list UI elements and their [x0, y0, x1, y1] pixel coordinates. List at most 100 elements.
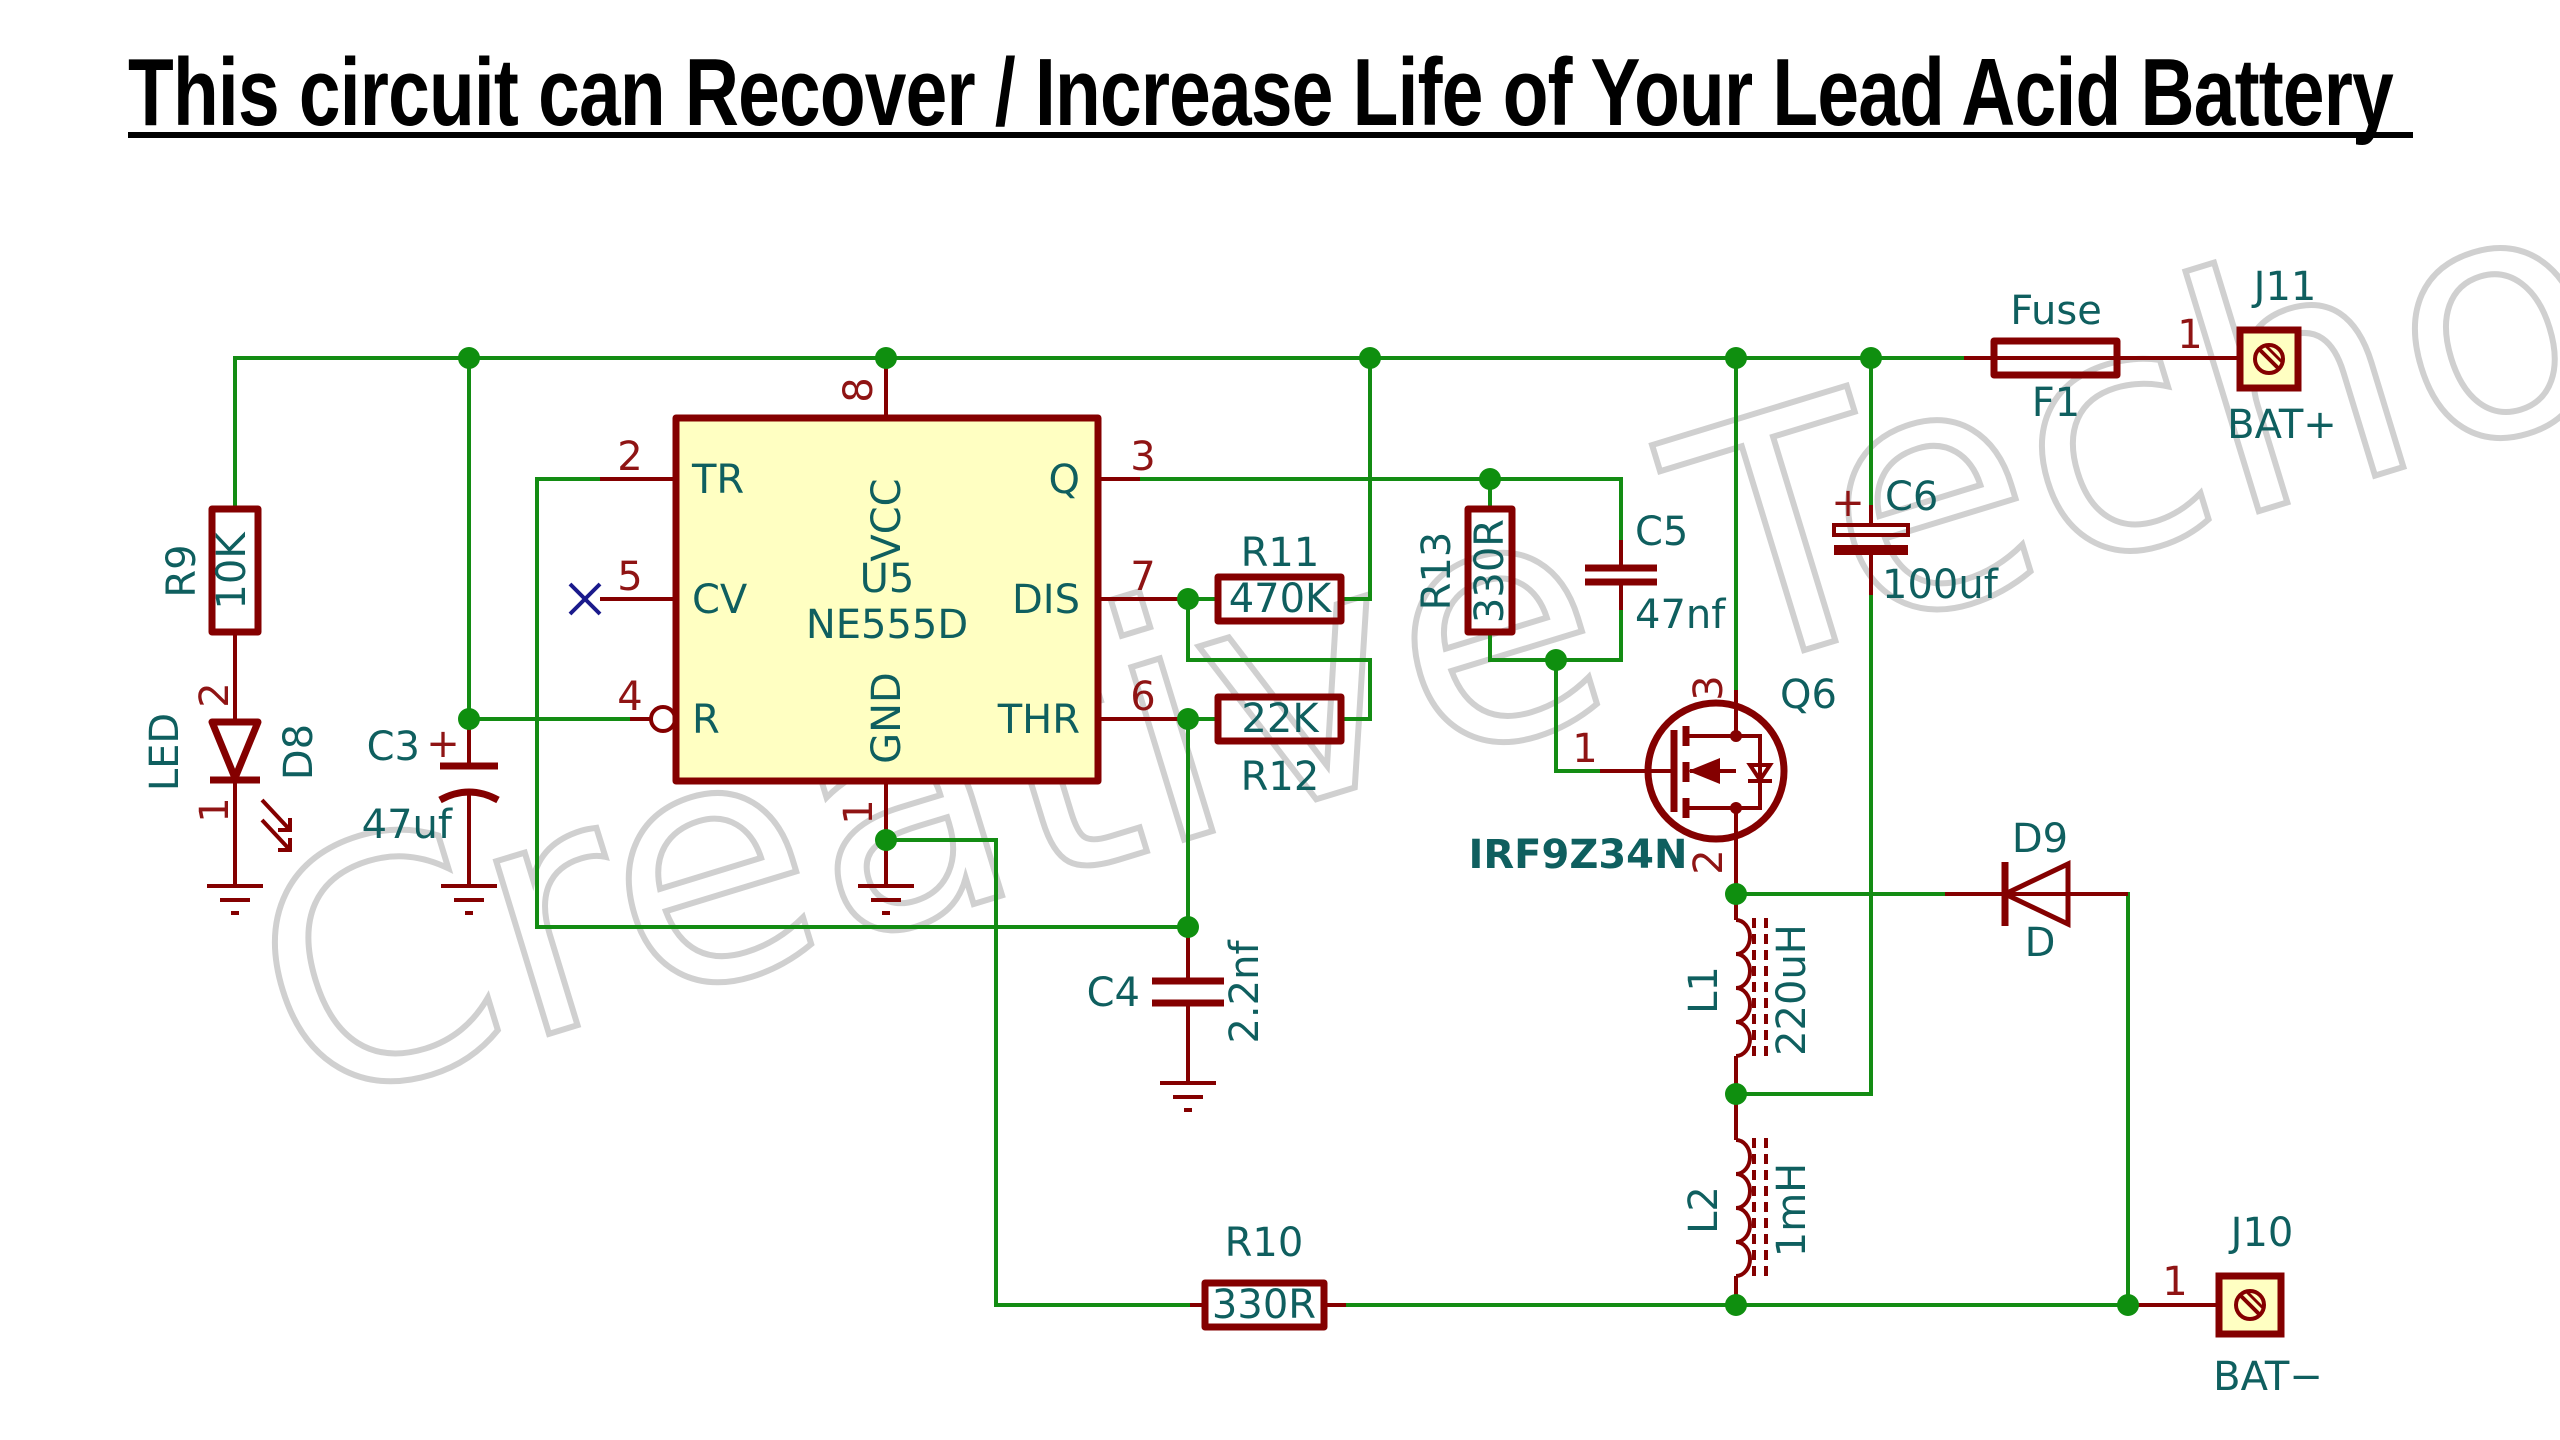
l2-ref: L2	[1681, 1186, 1727, 1234]
q6-pin-1: 1	[1572, 726, 1597, 772]
j10-value: BAT−	[2213, 1354, 2323, 1400]
pin-name-r: R	[692, 697, 720, 743]
junction	[1177, 916, 1199, 938]
c6-polarity: +	[1831, 480, 1865, 526]
pin-name-dis: DIS	[1012, 577, 1080, 623]
r10-value: 330R	[1212, 1282, 1316, 1328]
mosfet-q6: 1 3 2 Q6 IRF9Z34N	[1469, 672, 1837, 894]
junction	[458, 347, 480, 369]
f1-ref: F1	[2032, 380, 2080, 426]
pin-name-q: Q	[1049, 457, 1080, 503]
wire-c6-bottom	[1734, 593, 1873, 1096]
j11-value: BAT+	[2227, 402, 2337, 448]
d8-value: LED	[142, 713, 188, 791]
junctions	[458, 347, 2139, 1316]
ground-symbol-d8	[207, 884, 263, 915]
c5-value: 47nf	[1635, 592, 1726, 638]
pin-num-6: 6	[1130, 674, 1155, 720]
q6-pin-2: 2	[1686, 849, 1732, 874]
wire-gate	[1554, 658, 1602, 773]
c3-polarity: +	[426, 721, 460, 767]
j11-ref: J11	[2251, 264, 2317, 310]
junction	[1479, 468, 1501, 490]
q6-ref: Q6	[1780, 672, 1837, 718]
resistor-r13: 330R R13	[1414, 505, 1516, 636]
pin-num-5: 5	[617, 554, 642, 600]
title-underline	[128, 132, 2413, 138]
d9-ref: D9	[2012, 816, 2068, 862]
resistor-r9: 10K R9	[159, 505, 262, 722]
r9-value: 10K	[209, 531, 255, 610]
no-connect-marker	[568, 582, 602, 616]
f1-value: Fuse	[2010, 288, 2102, 334]
d9-value: D	[2025, 920, 2056, 966]
junction	[458, 708, 480, 730]
light-emission-icon	[260, 798, 292, 852]
ground-symbol-c3	[441, 884, 497, 915]
wire-top-rail	[233, 356, 1996, 511]
resistor-r12: 22K R12	[1214, 693, 1345, 800]
capacitor-c4: C4 2.2nf	[1087, 927, 1268, 1083]
junction	[875, 829, 897, 851]
j11-pin: 1	[2177, 312, 2202, 358]
junction	[1725, 1083, 1747, 1105]
wire-r12-loop	[1186, 597, 1372, 721]
junction	[875, 347, 897, 369]
junction	[1725, 1294, 1747, 1316]
pin-num-4: 4	[617, 674, 642, 720]
junction	[1177, 708, 1199, 730]
c4-value: 2.2nf	[1222, 940, 1268, 1044]
pin-name-tr: TR	[691, 457, 744, 503]
capacitor-c3: + C3 47uf	[362, 719, 500, 886]
wire-q-out	[1138, 477, 1623, 542]
pin-num-3: 3	[1130, 434, 1155, 480]
r13-value: 330R	[1467, 519, 1513, 623]
l1-ref: L1	[1681, 966, 1727, 1014]
capacitor-c5: C5 47nf	[1585, 509, 1726, 638]
j10-ref: J10	[2228, 1210, 2294, 1256]
junction	[1177, 588, 1199, 610]
led-d8: 2 1 LED D8	[142, 682, 322, 886]
inductor-l2: L2 1mH	[1681, 1094, 1815, 1305]
ic-value: NE555D	[806, 602, 968, 648]
pin-name-thr: THR	[997, 697, 1080, 743]
watermark: Creative Techos	[211, 57, 2560, 1185]
d8-pin-1: 1	[192, 797, 238, 822]
ic-ne555: TR CV R Q DIS THR VCC GND U5 NE555D 2 5 …	[568, 358, 1188, 886]
resistor-r10: 330R R10	[1190, 1220, 1346, 1331]
connector-j11: 1 J11 BAT+	[2177, 264, 2337, 448]
fuse-f1: Fuse F1	[1964, 288, 2240, 426]
wire-gnd-r10	[884, 838, 1207, 1307]
r11-value: 470K	[1229, 576, 1333, 622]
c3-value: 47uf	[362, 802, 453, 848]
ground-symbol-c4	[1160, 1081, 1216, 1112]
ic-ref: U5	[860, 556, 915, 602]
pin-num-2: 2	[617, 434, 642, 480]
pin-num-1: 1	[836, 799, 882, 824]
capacitor-c6: + C6 100uf	[1831, 474, 1998, 608]
resistor-r11: 470K R11	[1214, 530, 1345, 625]
r9-ref: R9	[159, 544, 205, 597]
ground-symbol-ic	[858, 884, 914, 915]
junction	[1725, 883, 1747, 905]
wire-r11-rail	[1339, 356, 1372, 601]
d8-ref: D8	[276, 724, 322, 780]
l1-value: 220uH	[1769, 924, 1815, 1056]
wire-trigger-loop	[535, 477, 1190, 929]
l2-value: 1mH	[1769, 1163, 1815, 1258]
r12-value: 22K	[1241, 696, 1320, 742]
connector-j10: 1 J10 BAT−	[2128, 1210, 2323, 1400]
c6-value: 100uf	[1882, 562, 1999, 608]
pin-name-vcc: VCC	[864, 478, 910, 561]
r11-ref: R11	[1241, 530, 1320, 576]
pin-name-gnd: GND	[864, 672, 910, 764]
q6-value: IRF9Z34N	[1469, 832, 1688, 878]
r12-ref: R12	[1241, 754, 1320, 800]
r13-ref: R13	[1414, 532, 1460, 611]
junction	[1545, 649, 1567, 671]
j10-pin: 1	[2162, 1259, 2187, 1305]
inductor-l1: L1 220uH	[1681, 894, 1815, 1094]
c5-ref: C5	[1635, 509, 1688, 555]
junction	[2117, 1294, 2139, 1316]
